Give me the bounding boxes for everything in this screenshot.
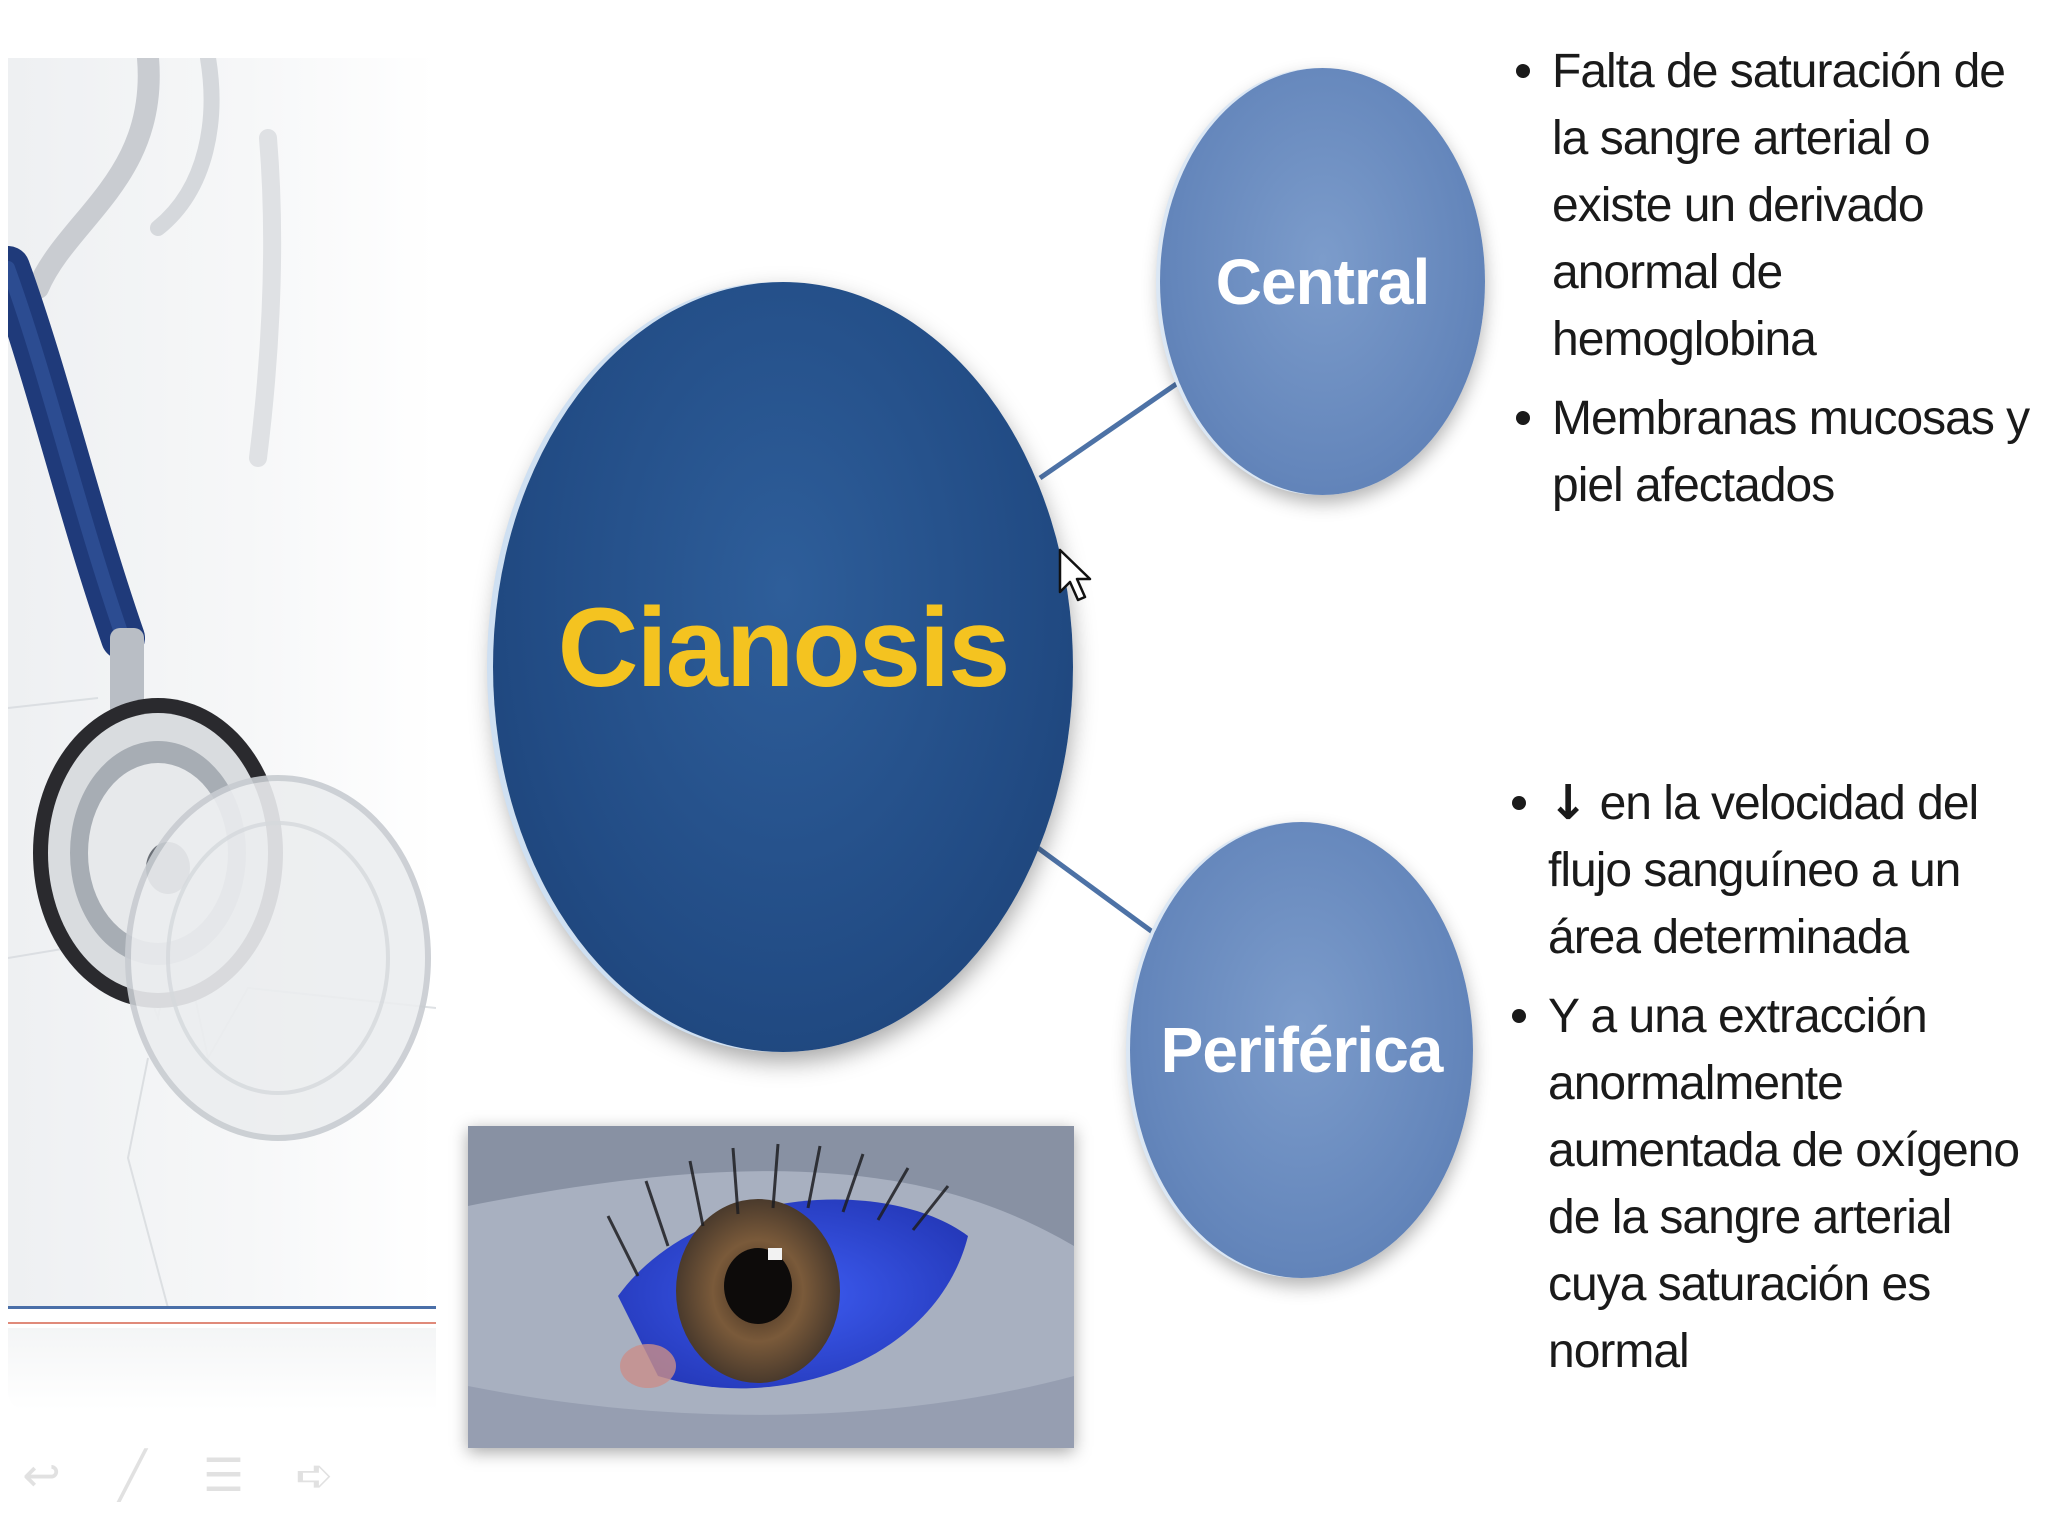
connector-central [1038, 375, 1187, 481]
forward-arrow-icon[interactable]: ➪ [295, 1448, 334, 1502]
stethoscope-photo [8, 58, 436, 1308]
bullet-item: Falta de saturación de la sangre arteria… [1512, 38, 2032, 373]
branch-node-label: Periférica [1160, 1014, 1444, 1086]
bullet-item: Y a una extracción anormalmente aumentad… [1508, 983, 2038, 1385]
branch-node-central: Central [1160, 68, 1485, 495]
center-node: Cianosis [493, 282, 1073, 1052]
panel-footer [8, 1328, 436, 1410]
center-node-label: Cianosis [557, 584, 1011, 710]
eye-photo [468, 1126, 1074, 1448]
slideshow-controls: ↩ ╱ ☰ ➪ [18, 1440, 338, 1510]
branch-node-label: Central [1215, 245, 1430, 318]
bullet-item: ↓ en la velocidad del flujo sanguíneo a … [1508, 770, 2038, 971]
panel-divider-blue [8, 1306, 436, 1309]
menu-icon[interactable]: ☰ [202, 1448, 245, 1502]
periferica-bullets: ↓ en la velocidad del flujo sanguíneo a … [1508, 770, 2038, 1397]
central-bullets: Falta de saturación de la sangre arteria… [1512, 38, 2032, 531]
back-arrow-icon[interactable]: ↩ [22, 1448, 61, 1502]
down-arrow-icon: ↓ [1548, 775, 1588, 831]
bullet-item: Membranas mucosas y piel afectados [1512, 385, 2032, 519]
connector-periferica [1036, 845, 1160, 939]
panel-divider-red [8, 1322, 436, 1324]
pen-icon[interactable]: ╱ [118, 1448, 147, 1502]
branch-node-periferica: Periférica [1130, 822, 1473, 1278]
mouse-cursor-icon [1058, 548, 1092, 602]
